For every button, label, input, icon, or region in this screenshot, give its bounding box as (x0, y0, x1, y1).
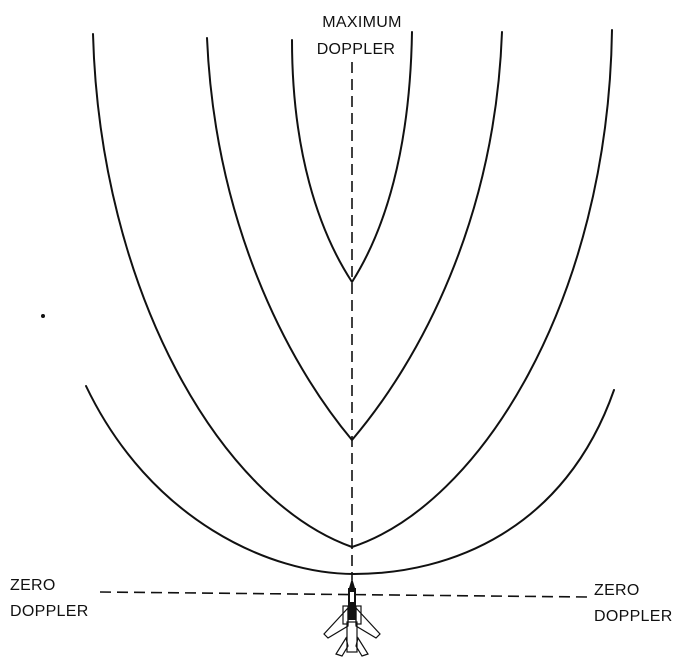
max-doppler-label-line1: MAXIMUM (322, 14, 401, 31)
zero-doppler-right-label-line1: ZERO (594, 582, 640, 599)
bottom-arc-curve (85, 385, 615, 575)
stray-dot (41, 314, 45, 318)
zero-doppler-axis-line (99, 591, 588, 598)
max-doppler-label-line2: DOPPLER (317, 41, 396, 58)
outer-wide-curve (92, 29, 613, 548)
middle-curve (206, 31, 503, 441)
zero-doppler-right-label-line2: DOPPLER (594, 608, 673, 625)
inner-narrow-curve (291, 31, 413, 283)
fighter-jet-icon (323, 578, 381, 657)
zero-doppler-left-label-line2: DOPPLER (10, 603, 89, 620)
zero-doppler-left-label-line1: ZERO (10, 577, 56, 594)
